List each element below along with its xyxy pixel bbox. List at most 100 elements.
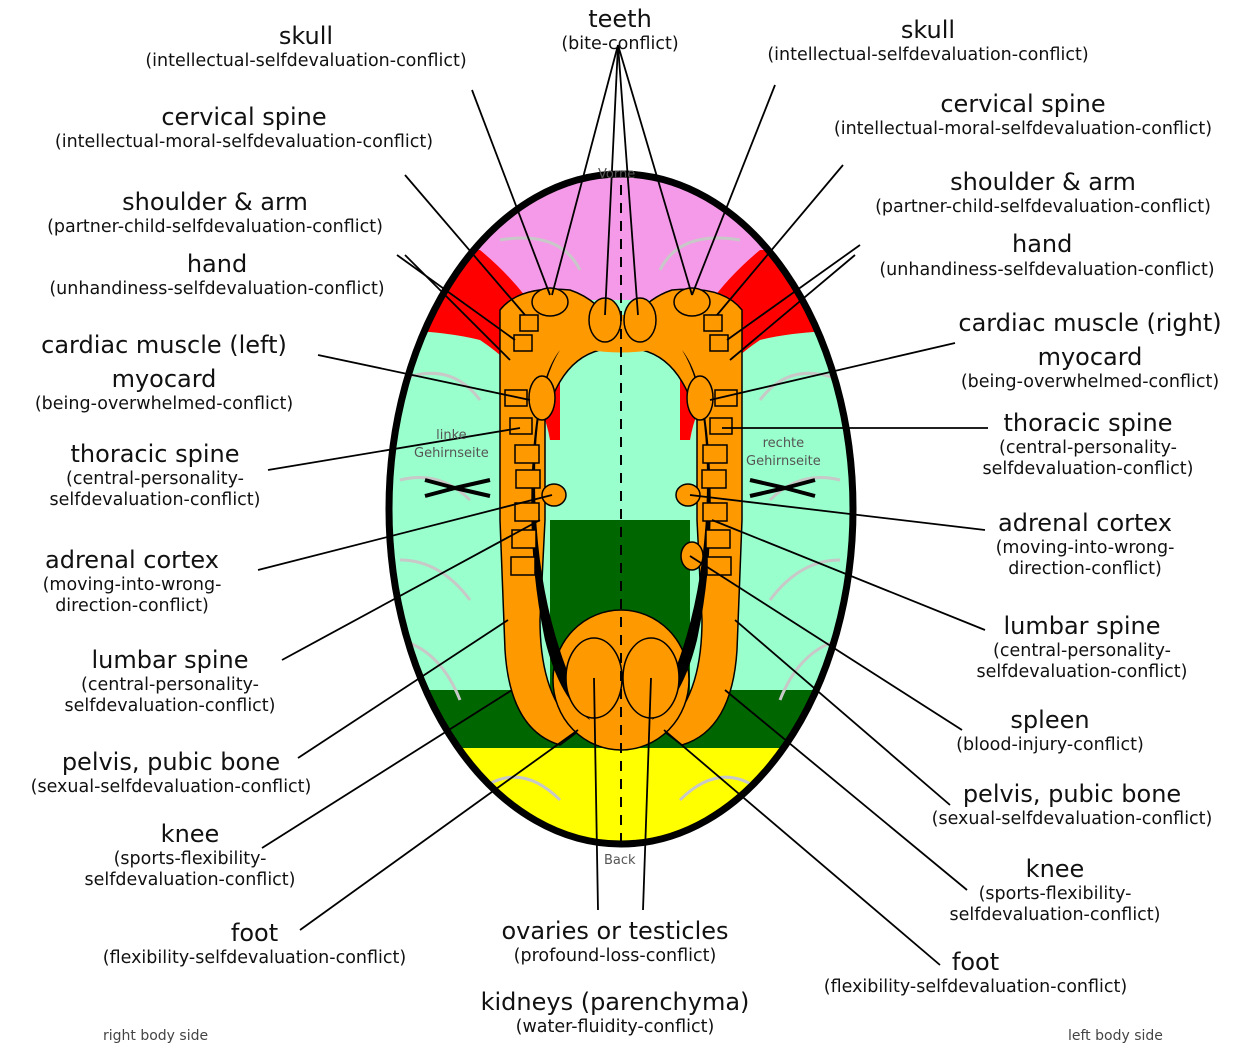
label-sub: selfdevaluation-conflict) xyxy=(15,492,295,510)
label-spleen-right: spleen (blood-injury-conflict) xyxy=(930,708,1170,755)
label-title2: myocard xyxy=(935,345,1245,369)
label-title: cardiac muscle (left) xyxy=(4,333,324,357)
left-brain-line2: Gehirnseite xyxy=(414,445,489,463)
label-sub: (intellectual-moral-selfdevaluation-conf… xyxy=(14,134,474,152)
label-skull-right: skull (intellectual-selfdevaluation-conf… xyxy=(728,18,1128,65)
label-sub: (profound-loss-conflict) xyxy=(470,948,760,966)
label-sub: selfdevaluation-conflict) xyxy=(948,461,1228,479)
label-adrenal-left: adrenal cortex (moving-into-wrong- direc… xyxy=(12,548,252,615)
label-title2: myocard xyxy=(4,367,324,391)
label-title: thoracic spine xyxy=(948,411,1228,435)
label-sub: (intellectual-moral-selfdevaluation-conf… xyxy=(790,121,1256,139)
label-sub: selfdevaluation-conflict) xyxy=(942,664,1222,682)
label-title: ovaries or testicles xyxy=(470,919,760,943)
label-cervical-right: cervical spine (intellectual-moral-selfd… xyxy=(790,92,1256,139)
label-sub: (being-overwhelmed-conflict) xyxy=(935,374,1245,392)
label-sub: (flexibility-selfdevaluation-conflict) xyxy=(72,950,437,968)
label-hand-right: hand xyxy=(842,232,1252,256)
label-sub: (sexual-selfdevaluation-conflict) xyxy=(4,779,338,797)
label-cardiac-left: cardiac muscle (left) myocard (being-ove… xyxy=(4,333,324,414)
label-title: foot xyxy=(793,950,1158,974)
brain-regions xyxy=(380,160,870,868)
label-adrenal-right: adrenal cortex (moving-into-wrong- direc… xyxy=(965,511,1205,578)
label-sub: (central-personality- xyxy=(15,471,295,489)
right-body-side-caption: right body side xyxy=(103,1028,208,1044)
label-title: adrenal cortex xyxy=(965,511,1205,535)
label-title: skull xyxy=(106,24,506,48)
label-sub: (partner-child-selfdevaluation-conflict) xyxy=(838,199,1248,217)
label-lumbar-left: lumbar spine (central-personality- selfd… xyxy=(30,648,310,715)
label-title: shoulder & arm xyxy=(10,190,420,214)
label-pelvis-right: pelvis, pubic bone (sexual-selfdevaluati… xyxy=(905,782,1239,829)
yellow-region xyxy=(380,748,870,868)
left-body-side-caption: left body side xyxy=(1068,1028,1163,1044)
label-title: pelvis, pubic bone xyxy=(4,750,338,774)
label-title: knee xyxy=(915,857,1195,881)
left-brain-side-mark: linke Gehirnseite xyxy=(414,427,489,463)
label-lumbar-right: lumbar spine (central-personality- selfd… xyxy=(942,614,1222,681)
label-title: cardiac muscle (right) xyxy=(935,311,1245,335)
label-sub: (flexibility-selfdevaluation-conflict) xyxy=(793,979,1158,997)
label-title: hand xyxy=(12,252,422,276)
label-sub: (moving-into-wrong- xyxy=(965,540,1205,558)
label-thoracic-left: thoracic spine (central-personality- sel… xyxy=(15,442,295,509)
label-title: lumbar spine xyxy=(30,648,310,672)
label-title: cervical spine xyxy=(790,92,1256,116)
label-sub: (unhandiness-selfdevaluation-conflict) xyxy=(842,262,1252,280)
back-mark: Back xyxy=(604,853,636,868)
label-skull-left: skull (intellectual-selfdevaluation-conf… xyxy=(106,24,506,71)
label-sub: (water-fluidity-conflict) xyxy=(460,1019,770,1037)
label-sub: direction-conflict) xyxy=(965,561,1205,579)
label-sub: (partner-child-selfdevaluation-conflict) xyxy=(10,219,420,237)
label-hand-right-sub: (unhandiness-selfdevaluation-conflict) xyxy=(842,262,1252,280)
label-sub: (central-personality- xyxy=(948,440,1228,458)
label-title: shoulder & arm xyxy=(838,170,1248,194)
label-knee-left: knee (sports-flexibility- selfdevaluatio… xyxy=(50,822,330,889)
label-title: hand xyxy=(1012,232,1252,256)
label-thoracic-right: thoracic spine (central-personality- sel… xyxy=(948,411,1228,478)
label-pelvis-left: pelvis, pubic bone (sexual-selfdevaluati… xyxy=(4,750,338,797)
label-knee-right: knee (sports-flexibility- selfdevaluatio… xyxy=(915,857,1195,924)
right-brain-side-mark: rechte Gehirnseite xyxy=(746,435,821,471)
label-title: kidneys (parenchyma) xyxy=(460,990,770,1014)
label-sub: (blood-injury-conflict) xyxy=(930,737,1170,755)
front-mark: Vorne xyxy=(598,167,635,182)
label-sub: (sports-flexibility- xyxy=(50,851,330,869)
label-shoulder-right: shoulder & arm (partner-child-selfdevalu… xyxy=(838,170,1248,217)
label-sub: direction-conflict) xyxy=(12,598,252,616)
label-ovaries: ovaries or testicles (profound-loss-conf… xyxy=(470,919,760,966)
left-brain-line1: linke xyxy=(414,427,489,445)
label-title: skull xyxy=(728,18,1128,42)
right-brain-line1: rechte xyxy=(746,435,821,453)
label-sub: (being-overwhelmed-conflict) xyxy=(4,396,324,414)
label-title: cervical spine xyxy=(14,105,474,129)
label-title: knee xyxy=(50,822,330,846)
label-cervical-left: cervical spine (intellectual-moral-selfd… xyxy=(14,105,474,152)
label-title: lumbar spine xyxy=(942,614,1222,638)
label-teeth: teeth (bite-conflict) xyxy=(520,7,720,54)
label-title: thoracic spine xyxy=(15,442,295,466)
label-sub: selfdevaluation-conflict) xyxy=(30,698,310,716)
label-sub: selfdevaluation-conflict) xyxy=(915,907,1195,925)
label-title: adrenal cortex xyxy=(12,548,252,572)
label-title: teeth xyxy=(520,7,720,31)
label-sub: (intellectual-selfdevaluation-conflict) xyxy=(728,47,1128,65)
label-sub: (central-personality- xyxy=(942,643,1222,661)
label-foot-right: foot (flexibility-selfdevaluation-confli… xyxy=(793,950,1158,997)
label-shoulder-left: shoulder & arm (partner-child-selfdevalu… xyxy=(10,190,420,237)
label-title: spleen xyxy=(930,708,1170,732)
label-foot-left: foot (flexibility-selfdevaluation-confli… xyxy=(72,921,437,968)
label-sub: (sports-flexibility- xyxy=(915,886,1195,904)
label-cardiac-right: cardiac muscle (right) myocard (being-ov… xyxy=(935,311,1245,392)
label-sub: (bite-conflict) xyxy=(520,36,720,54)
label-sub: (moving-into-wrong- xyxy=(12,577,252,595)
label-title: pelvis, pubic bone xyxy=(905,782,1239,806)
label-sub: (central-personality- xyxy=(30,677,310,695)
label-title: foot xyxy=(72,921,437,945)
label-sub: (sexual-selfdevaluation-conflict) xyxy=(905,811,1239,829)
label-kidneys: kidneys (parenchyma) (water-fluidity-con… xyxy=(460,990,770,1037)
right-brain-line2: Gehirnseite xyxy=(746,453,821,471)
label-sub: (intellectual-selfdevaluation-conflict) xyxy=(106,53,506,71)
label-sub: (unhandiness-selfdevaluation-conflict) xyxy=(12,281,422,299)
